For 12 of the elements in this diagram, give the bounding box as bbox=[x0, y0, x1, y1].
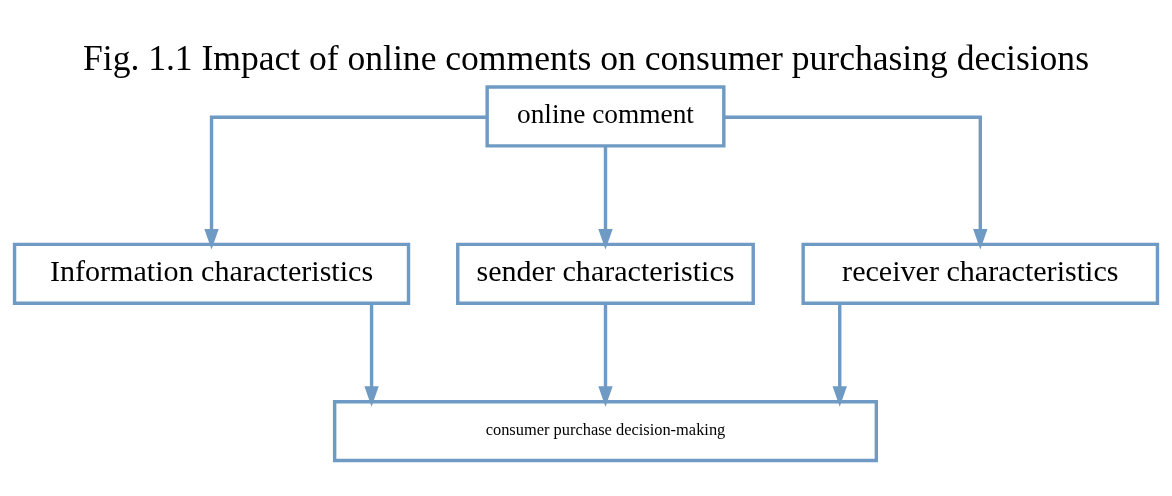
arrow bbox=[598, 145, 613, 250]
arrow bbox=[724, 114, 988, 249]
node-box: Information characteristics bbox=[12, 242, 411, 305]
arrow bbox=[598, 302, 613, 407]
node-box: sender characteristics bbox=[456, 242, 755, 305]
node-box: online comment bbox=[485, 84, 726, 148]
arrow bbox=[364, 302, 379, 407]
diagram-title: Fig. 1.1 Impact of online comments on consumer purchasing decisions bbox=[83, 37, 1089, 78]
node-box: receiver characteristics bbox=[801, 242, 1160, 305]
node-box: consumer purchase decision-making bbox=[332, 399, 879, 462]
arrow bbox=[832, 302, 847, 407]
arrow bbox=[204, 114, 487, 249]
